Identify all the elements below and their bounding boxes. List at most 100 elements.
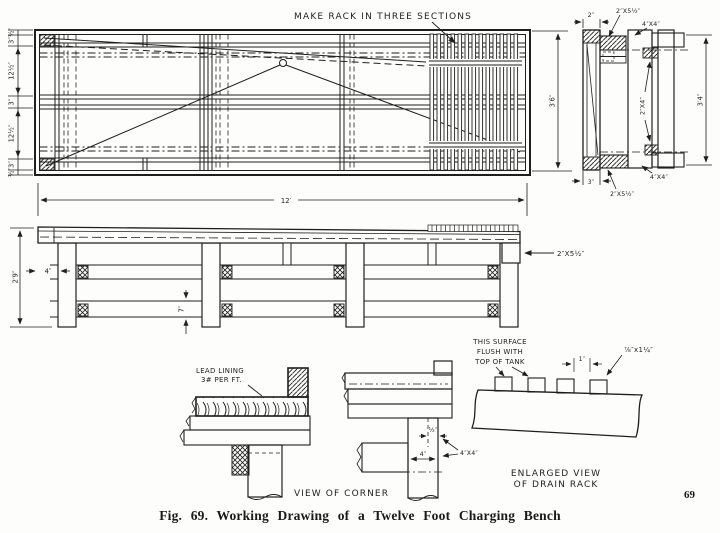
lead-top-board <box>189 415 311 431</box>
side-rail-dim-label: 7″ <box>178 305 186 312</box>
end-bottom-leg-label: 4″X4″ <box>650 174 668 181</box>
lead-edge-band <box>183 429 311 446</box>
end-height-dimension <box>686 34 712 166</box>
plan-view: ½″ 3″ 12½″ 3″ 12½″ 3″ ½″ 3′6″ MAKE RACK … <box>8 12 572 177</box>
lead-rail-section <box>231 444 250 476</box>
plan-dim-half-top: ½″ <box>8 27 16 37</box>
end-bottom-rail <box>651 152 685 168</box>
drain-detail: THIS SURFACE FLUSH WITH TOP OF TANK 1″ ⅞… <box>471 338 653 490</box>
side-hanger-stub <box>427 242 437 266</box>
plan-dim-3-mid: 3″ <box>8 98 16 105</box>
corner-leg-label-leader2 <box>442 452 459 458</box>
plan-rack-note: MAKE RACK IN THREE SECTIONS <box>294 12 472 22</box>
page-number: 69 <box>684 489 695 501</box>
plan-corner-hatch <box>39 158 55 171</box>
corner-detail-lead: LEAD LINING 3# PER FT. <box>179 367 311 500</box>
plan-dim-3-bottom: 3″ <box>8 161 16 168</box>
lead-note-line1: LEAD LINING <box>196 367 244 375</box>
torn-edge <box>341 372 349 404</box>
plan-rack-slats <box>429 33 522 171</box>
length-dimension: 12′ <box>37 183 528 216</box>
lead-note-line2: 3# PER FT. <box>201 376 242 384</box>
torn-edge <box>356 442 363 473</box>
drain-board <box>471 389 643 438</box>
end-bottom-offset-dim <box>572 171 611 185</box>
end-view: 2″ 2″X5½″ 4″X4″ 2″X4″ 3′4″ 3″ 2″X5½″ 4″X… <box>572 7 712 198</box>
plan-cross-members <box>54 34 355 171</box>
end-back-leg <box>657 29 675 169</box>
end-bottom-offset-label: 3″ <box>588 179 595 186</box>
corner-board2 <box>347 388 453 405</box>
end-top-thickness-dim <box>574 19 609 28</box>
plan-depth-dimension <box>532 30 572 172</box>
drain-note-line3: TOP OF TANK <box>474 358 525 366</box>
plan-left-dimension-chain <box>8 29 33 176</box>
end-stretcher-label: 2″X4″ <box>640 97 647 115</box>
drain-note-line1: THIS SURFACE <box>472 338 527 346</box>
side-stretcher-sections <box>77 265 499 317</box>
drain-gap-label: 1″ <box>579 356 586 363</box>
corner-leg-break <box>407 495 439 501</box>
corner-leg-dim-label: 4″ <box>420 451 427 458</box>
end-top-leg-label: 4″X4″ <box>642 21 660 28</box>
end-top-board-section <box>599 35 627 51</box>
end-top-board-leader <box>608 14 621 37</box>
drain-note-leader1 <box>495 366 505 377</box>
torn-edge <box>179 396 197 443</box>
end-stretcher-leader-bottom <box>644 119 652 142</box>
end-top-thickness-label: 2″ <box>588 12 595 19</box>
side-rails <box>50 264 518 318</box>
side-hanger-stub <box>282 242 292 266</box>
drain-caption-line1: ENLARGED VIEW <box>511 469 601 479</box>
side-height-dim-label: 2′9″ <box>12 270 20 283</box>
corner-detail: ½″ 4″ 4″X4″ VIEW OF CORNER <box>294 360 478 501</box>
end-bottom-leg-leader <box>641 165 653 174</box>
drain-gap-dimension <box>562 358 602 372</box>
corner-edge-block <box>433 360 453 376</box>
end-top-boards <box>599 49 627 64</box>
end-bottom-board-section <box>599 154 629 169</box>
lead-lining-strip <box>195 396 309 417</box>
end-stretcher-section-bottom <box>644 144 659 156</box>
side-apron-end <box>501 242 521 264</box>
plan-dim-12half-lower: 12½″ <box>8 124 16 142</box>
plan-dim-12half-upper: 12½″ <box>8 62 16 80</box>
corner-leg-label-leader1 <box>442 438 459 451</box>
corner-detail-caption: VIEW OF CORNER <box>294 489 389 499</box>
side-view: 2′9″ 4″ 7″ 2″X5½″ <box>10 224 585 334</box>
end-stretcher-leader-top <box>644 61 652 93</box>
plan-corner-hatch <box>39 34 55 47</box>
drain-caption-line2: OF DRAIN RACK <box>514 480 599 490</box>
length-dim-label: 12′ <box>281 197 292 205</box>
corner-rail <box>361 442 409 473</box>
end-top-leg-leader <box>634 27 648 36</box>
plan-rack-note-leader <box>431 21 456 44</box>
end-bottom-board-label: 2″X5½″ <box>610 190 635 198</box>
plan-diagonals <box>43 37 521 167</box>
end-height-dim-label: 3′4″ <box>697 93 705 106</box>
side-height-dimension <box>10 227 52 328</box>
figure-caption: Fig. 69. Working Drawing of a Twelve Foo… <box>159 508 561 523</box>
plan-depth-dim-label: 3′6″ <box>549 94 557 107</box>
side-apron-label: 2″X5½″ <box>557 250 585 258</box>
drain-note-leader2 <box>511 366 529 377</box>
lead-note-leader <box>247 384 263 397</box>
plan-dim-3-top: 3″ <box>8 37 16 44</box>
lead-leg-break <box>247 494 283 500</box>
side-rack-edge <box>427 224 519 232</box>
drain-slat-leader <box>606 354 623 376</box>
side-legs <box>57 242 519 328</box>
end-stretcher-section-top <box>642 47 659 59</box>
lead-upturn-block <box>287 367 309 398</box>
drain-note-line2: FLUSH WITH <box>477 348 523 356</box>
side-overhang-dim-label: 4″ <box>45 268 52 276</box>
drain-slats <box>494 376 608 395</box>
end-top-board-label: 2″X5½″ <box>616 7 641 15</box>
end-top-rail <box>651 32 685 48</box>
corner-offset-label: ½″ <box>429 426 438 434</box>
corner-board3 <box>347 403 453 419</box>
corner-leg-label: 4″X4″ <box>460 450 478 457</box>
drain-slat-label: ⅞″x1¼″ <box>624 346 653 354</box>
